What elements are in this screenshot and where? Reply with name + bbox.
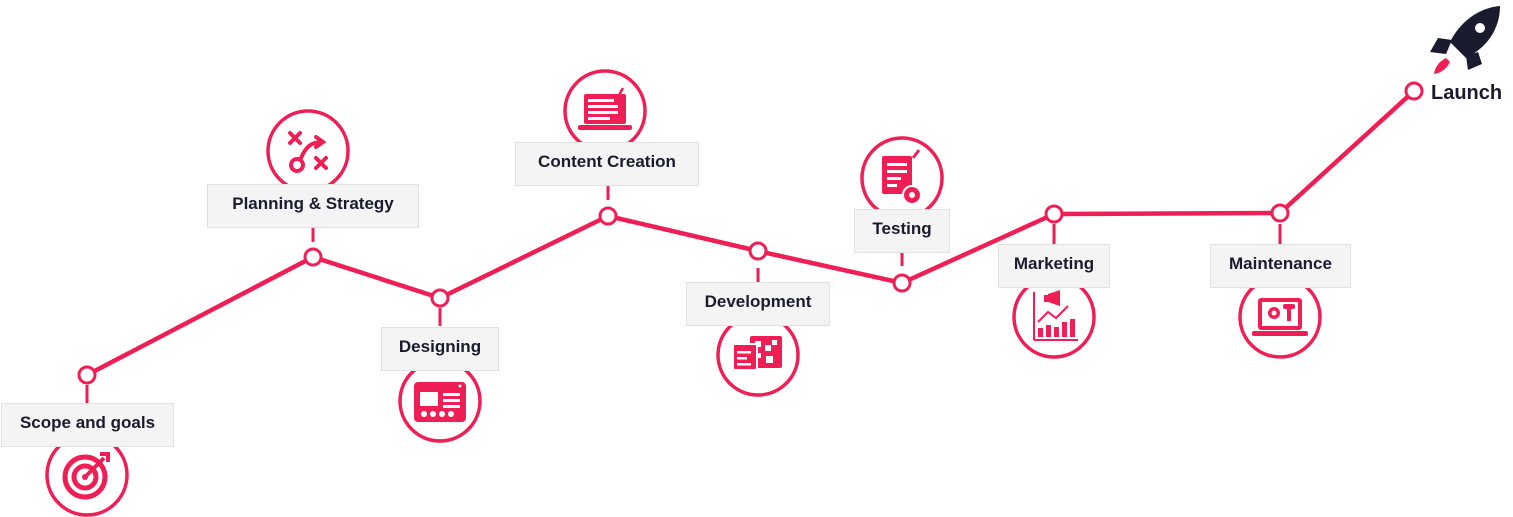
launch-label: Launch [1431, 82, 1503, 104]
stage-label-testing: Testing [854, 209, 950, 253]
connector-ticks [85, 185, 1282, 403]
timeline-node [430, 288, 450, 308]
megaphone-chart-icon [1033, 290, 1078, 341]
checklist-gear-icon [882, 149, 922, 205]
code-window-icon [732, 336, 782, 371]
laptop-tools-icon [1252, 298, 1308, 336]
timeline-node [748, 241, 768, 261]
timeline-node [892, 273, 912, 293]
web-layout-icon [414, 382, 466, 422]
stage-label-content-creation: Content Creation [515, 142, 699, 186]
rocket-icon [1430, 6, 1500, 74]
timeline-node [1404, 81, 1424, 101]
timeline-node [77, 365, 97, 385]
timeline-node [303, 247, 323, 267]
timeline-node [598, 206, 618, 226]
target-icon [62, 452, 110, 500]
stage-label-designing: Designing [381, 327, 499, 371]
stage-label-scope: Scope and goals [1, 403, 174, 447]
stage-label-development: Development [686, 282, 830, 326]
timeline-node [1044, 204, 1064, 224]
stage-label-marketing: Marketing [998, 244, 1110, 288]
stage-label-maintenance: Maintenance [1210, 244, 1351, 288]
timeline-node [1270, 203, 1290, 223]
strategy-icon [288, 131, 328, 173]
laptop-document-icon [578, 87, 632, 130]
stage-label-planning: Planning & Strategy [207, 184, 419, 228]
